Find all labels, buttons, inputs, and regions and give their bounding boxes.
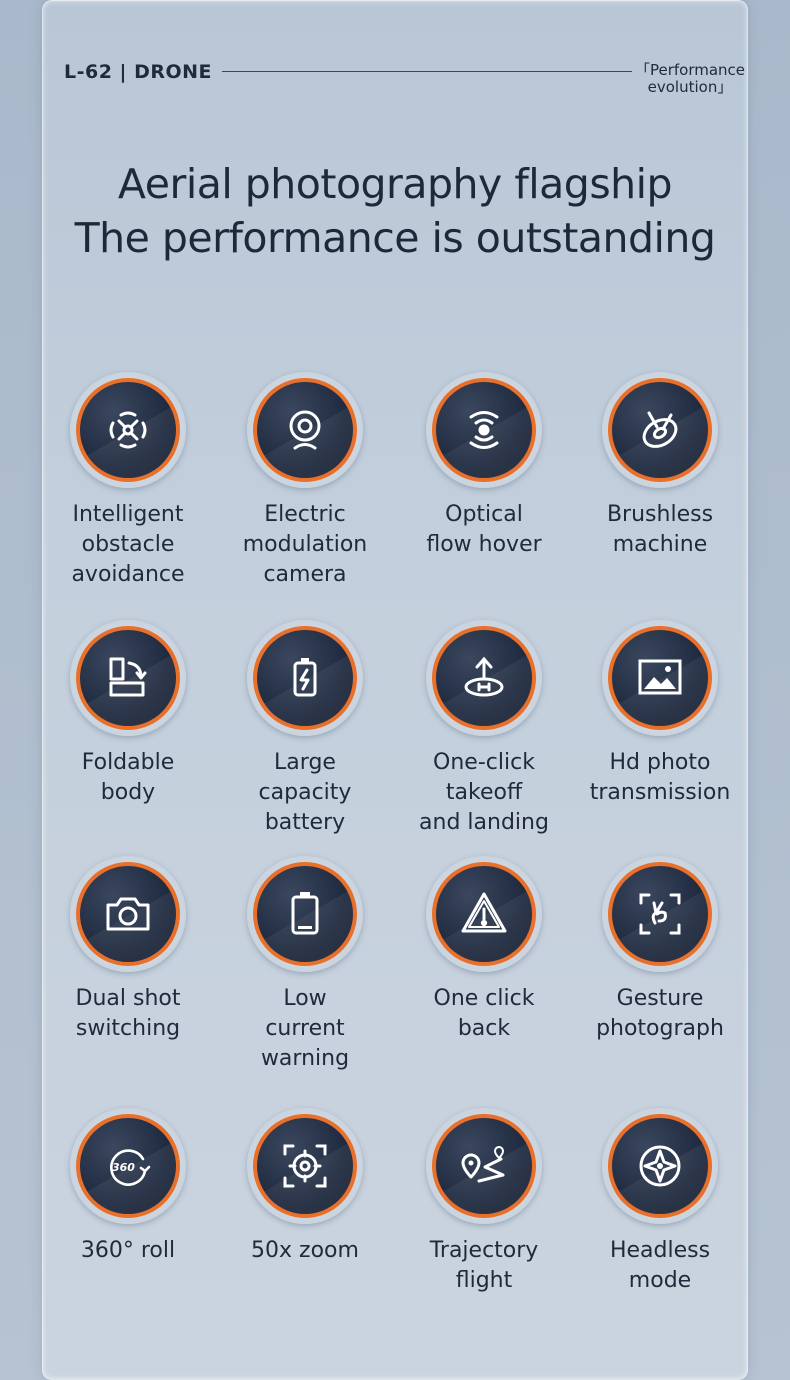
feature-badge <box>602 856 718 972</box>
trajectory-icon <box>461 1146 505 1183</box>
feature-label: 360° roll <box>80 1238 176 1263</box>
feature-badge <box>70 372 186 488</box>
svg-text:360: 360 <box>112 1161 135 1174</box>
feature-badge <box>426 856 542 972</box>
feature-label: Hd photo transmission <box>589 750 731 805</box>
roll-360-icon: 360 <box>110 1149 151 1186</box>
feature-badge <box>602 372 718 488</box>
image-icon <box>638 659 682 695</box>
feature-badge <box>426 1108 542 1224</box>
feature-label: Low current warning <box>260 986 350 1071</box>
obstacle-avoidance-icon <box>109 411 147 449</box>
headline-line-2: The performance is outstanding <box>74 214 716 262</box>
headline-line-1: Aerial photography flagship <box>117 160 673 208</box>
fold-icon <box>109 657 147 697</box>
feature-label: Dual shot switching <box>75 986 181 1041</box>
brand-title: L-62 | DRONE <box>64 61 213 83</box>
optical-flow-icon <box>469 411 499 449</box>
feature-label: Foldable body <box>81 750 175 805</box>
feature-badge <box>247 372 363 488</box>
feature-badge <box>426 620 542 736</box>
feature-label: Trajectory flight <box>429 1238 539 1293</box>
feature-badge <box>70 620 186 736</box>
feature-label: One-click takeoff and landing <box>419 750 549 835</box>
feature-badge <box>247 620 363 736</box>
feature-badge <box>602 620 718 736</box>
feature-label: One click back <box>433 986 535 1041</box>
gesture-icon <box>639 893 681 935</box>
tagline: 「Performance evolution」 <box>634 61 746 96</box>
feature-label: Large capacity battery <box>258 750 352 835</box>
feature-label: Headless mode <box>609 1238 711 1293</box>
camera-switch-icon <box>106 897 150 931</box>
feature-label: Gesture photograph <box>596 986 724 1041</box>
feature-label: Brushless machine <box>606 502 714 557</box>
feature-badge <box>247 856 363 972</box>
header-divider <box>222 71 632 72</box>
headless-compass-icon <box>639 1145 681 1187</box>
takeoff-landing-icon <box>464 656 504 697</box>
brushless-motor-icon <box>642 411 678 448</box>
feature-badge <box>247 1108 363 1224</box>
feature-label: Electric modulation camera <box>242 502 368 587</box>
feature-badge <box>602 1108 718 1224</box>
zoom-target-icon <box>283 1144 327 1188</box>
warning-triangle-icon <box>461 892 507 933</box>
camera-lens-icon <box>289 410 321 450</box>
feature-badge <box>426 372 542 488</box>
battery-charge-icon <box>293 658 317 697</box>
feature-label: 50x zoom <box>251 1238 359 1263</box>
feature-badge <box>70 856 186 972</box>
feature-label: Intelligent obstacle avoidance <box>71 502 185 587</box>
feature-label: Optical flow hover <box>426 502 542 557</box>
feature-badge: 360 <box>70 1108 186 1224</box>
low-battery-icon <box>291 892 319 935</box>
